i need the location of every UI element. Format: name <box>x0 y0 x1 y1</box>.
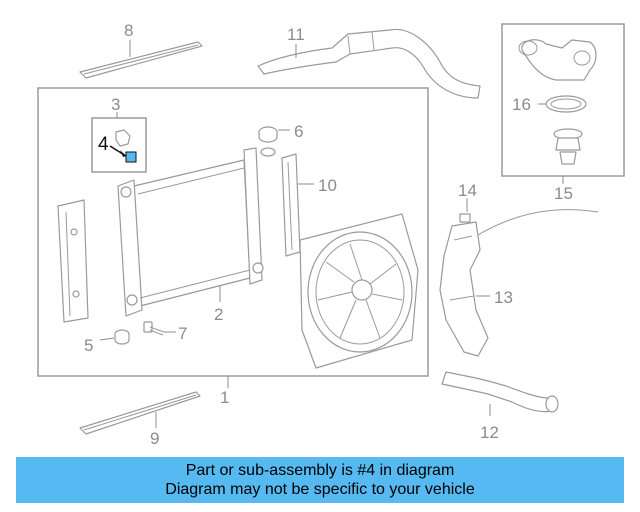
callout-11[interactable]: 11 <box>287 25 305 44</box>
callout-15[interactable]: 15 <box>554 184 573 203</box>
part-6-cap <box>258 126 278 143</box>
callout-8[interactable]: 8 <box>124 21 133 40</box>
banner-line-1: Part or sub-assembly is #4 in diagram <box>185 462 455 479</box>
fan-shroud-assembly <box>299 213 419 369</box>
callout-12[interactable]: 12 <box>480 423 499 442</box>
callout-9[interactable]: 9 <box>150 429 159 448</box>
radiator-assembly-box <box>37 87 429 377</box>
info-banner: Part or sub-assembly is #4 in diagram Di… <box>16 457 624 503</box>
part-13-reservoir <box>439 221 489 357</box>
part-3-bracket <box>115 129 131 147</box>
part-7-bolt <box>143 321 165 336</box>
left-side-bracket <box>57 199 89 323</box>
part-15-thermostat-housing <box>518 39 597 81</box>
callout-10[interactable]: 10 <box>318 176 337 195</box>
thermostat <box>553 128 583 165</box>
part-12-lower-hose <box>441 371 559 413</box>
part-11-upper-hose <box>257 28 481 99</box>
part-16-gasket <box>545 95 587 113</box>
callout-13[interactable]: 13 <box>494 288 513 307</box>
part-2-radiator <box>117 147 276 317</box>
callout-14[interactable]: 14 <box>458 181 477 200</box>
part-3-bracket-box <box>91 117 147 173</box>
callout-4[interactable]: 4 <box>98 134 109 155</box>
callout-5-leader <box>99 337 115 341</box>
part-5-drain-plug <box>114 329 130 345</box>
callout-16[interactable]: 16 <box>512 95 531 114</box>
overflow-hose <box>475 209 599 237</box>
part-9-lower-baffle <box>79 391 201 435</box>
callout-1[interactable]: 1 <box>220 388 229 407</box>
callout-5[interactable]: 5 <box>84 336 93 355</box>
part-14-reservoir-cap <box>459 213 471 223</box>
part-8-upper-baffle <box>79 41 203 79</box>
callout-4-arrowhead <box>120 150 126 157</box>
banner-line-2: Diagram may not be specific to your vehi… <box>165 481 475 498</box>
part-10-deflector <box>281 153 301 257</box>
callout-3[interactable]: 3 <box>111 95 120 114</box>
callout-7[interactable]: 7 <box>178 324 187 343</box>
callout-6[interactable]: 6 <box>294 122 303 141</box>
callout-2[interactable]: 2 <box>214 305 223 324</box>
part-4-highlighted[interactable] <box>125 151 137 163</box>
